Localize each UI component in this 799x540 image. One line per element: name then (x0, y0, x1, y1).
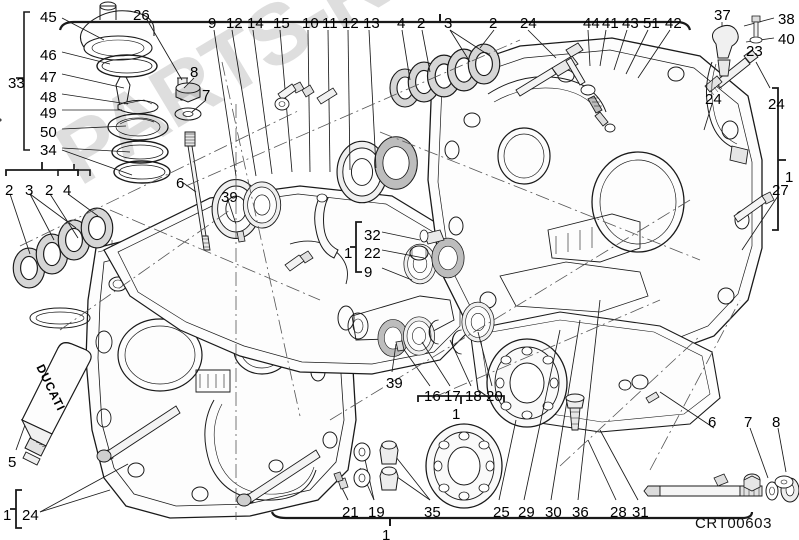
callout-43: 43 (622, 15, 639, 32)
callout-20: 20 (486, 388, 503, 405)
callout-24: 24 (705, 91, 722, 108)
right-crankcase-half (0, 37, 763, 361)
callout-31: 31 (632, 504, 649, 521)
callout-8: 8 (772, 414, 781, 431)
top-group-bracket (58, 20, 692, 31)
callout-23: 23 (746, 43, 763, 60)
callout-9: 9 (364, 264, 373, 281)
callout-11: 11 (322, 15, 338, 32)
center-case-section (103, 185, 471, 375)
callout-14: 14 (247, 15, 264, 32)
callout-40: 40 (778, 31, 795, 48)
bracket-33 (23, 11, 30, 151)
callout-12: 12 (226, 15, 243, 32)
callout-25: 25 (493, 504, 510, 521)
callout-10: 10 (302, 15, 319, 32)
callout-1: 1 (344, 245, 353, 262)
callout-41: 41 (602, 15, 619, 32)
callout-42: 42 (665, 15, 682, 32)
callout-7: 7 (744, 414, 753, 431)
callout-15: 15 (273, 15, 290, 32)
callout-1: 1 (3, 507, 12, 524)
callout-24: 24 (520, 15, 537, 32)
callout-45: 45 (40, 9, 57, 26)
callout-24: 24 (768, 96, 785, 113)
callout-1: 1 (785, 169, 794, 186)
callout-48: 48 (40, 89, 57, 106)
callout-13: 13 (363, 15, 380, 32)
callout-47: 47 (40, 69, 57, 86)
callout-33: 33 (8, 75, 25, 92)
callout-44: 44 (583, 15, 600, 32)
callout-22: 22 (364, 245, 381, 262)
callout-5: 5 (8, 454, 17, 471)
diagram-code: CRT00603 (695, 515, 773, 532)
ducati-sealant-tube (20, 342, 92, 466)
callout-39: 39 (386, 375, 403, 392)
callout-2: 2 (417, 15, 426, 32)
callout-21: 21 (342, 504, 359, 521)
callout-38: 38 (778, 11, 795, 28)
exploded-large-bearing-2 (425, 423, 503, 509)
callout-3: 3 (25, 182, 34, 199)
callout-19: 19 (368, 504, 385, 521)
callout-2: 2 (489, 15, 498, 32)
callout-6: 6 (708, 414, 717, 431)
callout-1: 1 (452, 406, 461, 423)
callout-37: 37 (714, 7, 731, 24)
center-lines (19, 39, 741, 520)
callout-2: 2 (5, 182, 14, 199)
callout-6: 6 (176, 175, 185, 192)
callout-46: 46 (40, 47, 57, 64)
callout-7: 7 (202, 87, 211, 104)
callout-4: 4 (63, 182, 72, 199)
callout-18: 18 (465, 388, 482, 405)
callout-28: 28 (610, 504, 627, 521)
callout-32: 32 (364, 227, 381, 244)
callout-50: 50 (40, 124, 57, 141)
callout-29: 29 (518, 504, 535, 521)
callout-39: 39 (221, 189, 238, 206)
callout-4: 4 (397, 15, 406, 32)
callout-16: 16 (424, 388, 441, 405)
callout-12: 12 (342, 15, 359, 32)
callout-49: 49 (40, 105, 57, 122)
callout-9: 9 (208, 15, 217, 32)
callout-51: 51 (643, 15, 660, 32)
callout-24: 24 (22, 507, 39, 524)
callout-17: 17 (444, 388, 461, 405)
exploded-center-bearings (211, 136, 495, 357)
exploded-large-bearing (486, 338, 568, 428)
callout-3: 3 (444, 15, 453, 32)
callout-1: 1 (382, 527, 391, 540)
callout-30: 30 (545, 504, 562, 521)
callout-35: 35 (424, 504, 441, 521)
callout-36: 36 (572, 504, 589, 521)
callout-26: 26 (133, 7, 150, 24)
fasteners (96, 15, 799, 507)
callout-34: 34 (40, 142, 57, 159)
callout-27: 27 (772, 182, 789, 199)
callout-2: 2 (45, 182, 54, 199)
callout-8: 8 (190, 64, 199, 81)
